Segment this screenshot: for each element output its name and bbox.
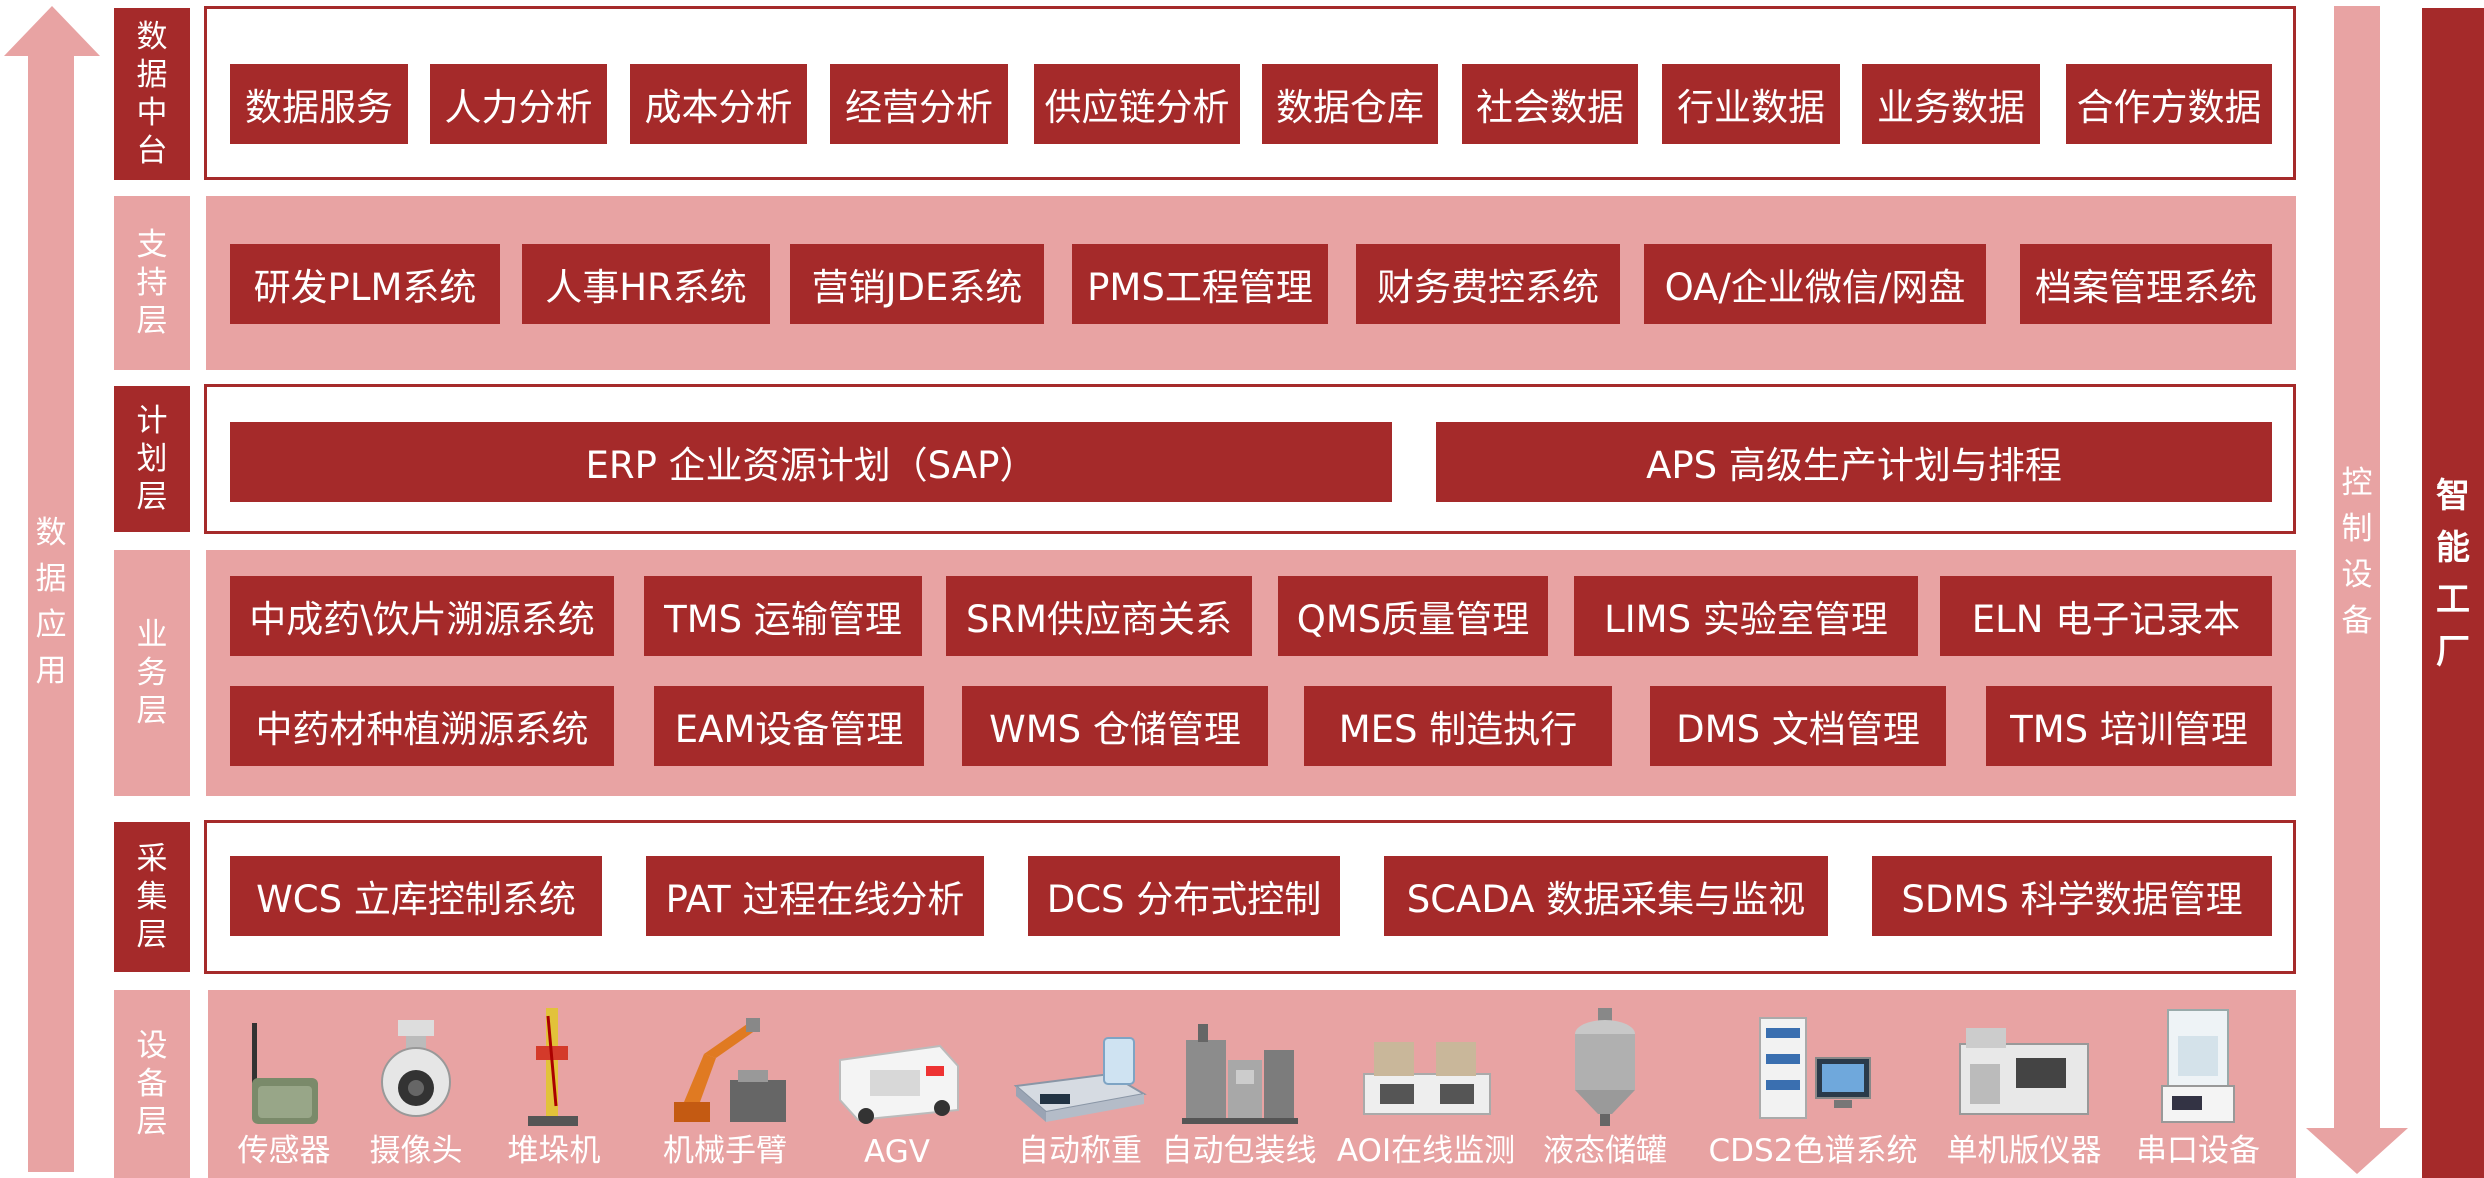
device-caption: 机械手臂 <box>663 1133 787 1169</box>
business-item: DMS 文档管理 <box>1650 686 1946 766</box>
business-item: LIMS 实验室管理 <box>1574 576 1918 656</box>
support-item: 营销JDE系统 <box>790 244 1044 324</box>
data-center-item: 人力分析 <box>430 64 607 144</box>
business-item: MES 制造执行 <box>1304 686 1612 766</box>
control-device-label: 控制设备 <box>2341 465 2373 639</box>
device-caption: 摄像头 <box>369 1133 463 1169</box>
data-center-item: 成本分析 <box>630 64 807 144</box>
data-center-item: 业务数据 <box>1862 64 2040 144</box>
plan-item-aps: APS 高级生产计划与排程 <box>1436 422 2272 502</box>
layer-label-plan: 计划层 <box>114 386 190 532</box>
liquid-tank-icon <box>1575 1008 1635 1126</box>
support-item: 财务费控系统 <box>1356 244 1620 324</box>
serial-device-icon <box>2161 1009 2235 1123</box>
support-item: PMS工程管理 <box>1072 244 1328 324</box>
collect-item: DCS 分布式控制 <box>1028 856 1340 936</box>
device-item: 液态储罐 <box>1540 1000 1670 1178</box>
instrument-icon <box>1959 1028 2089 1115</box>
layer-label-data-center: 数据中台 <box>114 8 190 180</box>
device-caption: AGV <box>864 1134 930 1170</box>
aoi-inspection-icon <box>1363 1042 1491 1115</box>
smart-factory-bar <box>2422 8 2484 1178</box>
device-item: 单机版仪器 <box>1938 1000 2110 1178</box>
data-center-item: 数据服务 <box>230 64 408 144</box>
support-item: 研发PLM系统 <box>230 244 500 324</box>
device-caption: 液态储罐 <box>1543 1133 1667 1169</box>
layer-label-collect: 采集层 <box>114 822 190 972</box>
device-item: 机械手臂 <box>650 1000 800 1178</box>
layer-label-device: 设备层 <box>114 990 190 1178</box>
device-caption: 串口设备 <box>2136 1133 2260 1169</box>
control-device-arrow <box>2306 6 2408 1174</box>
device-caption: 单机版仪器 <box>1946 1133 2102 1169</box>
business-item: QMS质量管理 <box>1278 576 1548 656</box>
business-item: EAM设备管理 <box>654 686 924 766</box>
packaging-line-icon <box>1182 1024 1298 1124</box>
business-item: WMS 仓储管理 <box>962 686 1268 766</box>
data-application-label: 数据应用 <box>35 515 67 689</box>
device-caption: 堆垛机 <box>507 1133 601 1169</box>
device-item: 摄像头 <box>356 1000 476 1178</box>
robot-arm-icon <box>674 1018 786 1122</box>
layer-label-business: 业务层 <box>114 550 190 796</box>
camera-icon <box>381 1020 451 1117</box>
device-item: 自动称重 <box>1006 1000 1154 1178</box>
business-item: TMS 运输管理 <box>644 576 922 656</box>
business-item: 中成药\饮片溯源系统 <box>230 576 614 656</box>
device-item: 自动包装线 <box>1161 1000 1317 1178</box>
business-item: 中药材种植溯源系统 <box>230 686 614 766</box>
device-caption: CDS2色谱系统 <box>1708 1133 1918 1169</box>
collect-item: WCS 立库控制系统 <box>230 856 602 936</box>
sensor-icon <box>252 1023 318 1124</box>
business-item: TMS 培训管理 <box>1986 686 2272 766</box>
collect-item: PAT 过程在线分析 <box>646 856 984 936</box>
device-item: 传感器 <box>222 1000 346 1178</box>
collect-item: SCADA 数据采集与监视 <box>1384 856 1828 936</box>
data-application-arrow <box>4 6 100 1172</box>
device-item: AGV <box>822 1000 972 1178</box>
device-item: CDS2色谱系统 <box>1702 1000 1924 1178</box>
device-item: AOI在线监测 <box>1328 1000 1524 1178</box>
support-item: 档案管理系统 <box>2020 244 2272 324</box>
data-center-item: 经营分析 <box>830 64 1008 144</box>
layer-label-support: 支持层 <box>114 196 190 370</box>
business-item: ELN 电子记录本 <box>1940 576 2272 656</box>
agv-icon <box>839 1044 959 1124</box>
plan-item-erp: ERP 企业资源计划（SAP） <box>230 422 1392 502</box>
chromatography-icon <box>1759 1017 1871 1119</box>
support-item: OA/企业微信/网盘 <box>1644 244 1986 324</box>
device-item: 串口设备 <box>2128 1000 2268 1178</box>
device-caption: 传感器 <box>237 1133 331 1169</box>
data-center-item: 行业数据 <box>1662 64 1840 144</box>
business-item: SRM供应商关系 <box>946 576 1252 656</box>
device-caption: AOI在线监测 <box>1336 1133 1516 1169</box>
scale-icon <box>1013 1037 1147 1122</box>
data-center-item: 社会数据 <box>1462 64 1638 144</box>
data-center-item: 合作方数据 <box>2066 64 2272 144</box>
collect-item: SDMS 科学数据管理 <box>1872 856 2272 936</box>
data-center-item: 供应链分析 <box>1034 64 1240 144</box>
support-item: 人事HR系统 <box>522 244 770 324</box>
data-center-item: 数据仓库 <box>1262 64 1438 144</box>
device-item: 堆垛机 <box>492 1000 616 1178</box>
device-caption: 自动包装线 <box>1161 1133 1317 1169</box>
smart-factory-label: 智能工厂 <box>2436 476 2470 672</box>
device-caption: 自动称重 <box>1018 1133 1142 1169</box>
stacker-crane-icon <box>528 1008 578 1126</box>
